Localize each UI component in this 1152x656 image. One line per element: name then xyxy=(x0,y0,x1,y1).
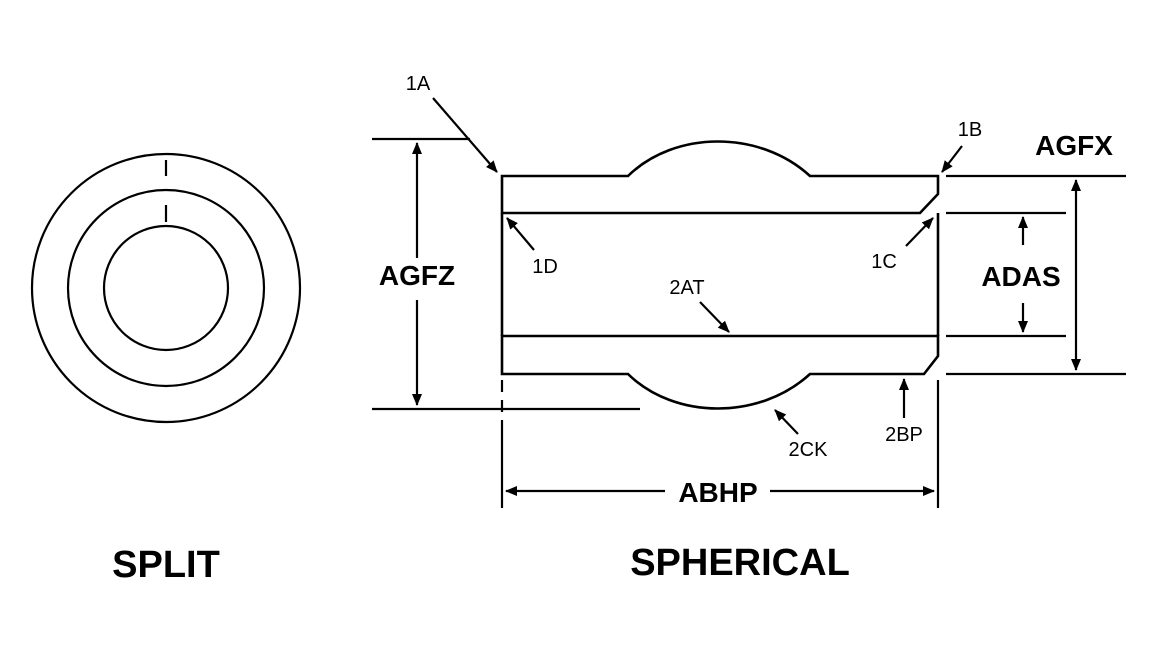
callout-1c: 1C xyxy=(871,251,897,273)
callout-2ck-leader xyxy=(774,409,799,435)
upper-section xyxy=(500,140,940,215)
dimension-agfx: AGFX xyxy=(946,130,1126,376)
spherical-view xyxy=(500,140,940,410)
abhp-label: ABHP xyxy=(678,477,757,508)
bore-circle xyxy=(102,224,230,352)
callout-2bp: 2BP xyxy=(885,424,923,446)
agfz-label: AGFZ xyxy=(379,260,455,291)
callout-2at: 2AT xyxy=(669,277,704,299)
callout-2at-leader xyxy=(699,301,730,333)
middle-ring xyxy=(66,188,266,388)
callout-1b: 1B xyxy=(958,119,982,141)
dimension-agfz: AGFZ xyxy=(372,137,640,411)
agfx-label: AGFX xyxy=(1035,130,1113,161)
split-view xyxy=(30,152,302,424)
callout-1a-leader xyxy=(432,97,498,173)
dimension-adas: ADAS xyxy=(946,211,1066,338)
lower-section xyxy=(500,334,940,410)
callout-1d: 1D xyxy=(532,256,558,278)
dimension-abhp: ABHP xyxy=(500,380,940,508)
callout-1d-leader xyxy=(506,217,535,251)
split-title: SPLIT xyxy=(112,544,220,586)
callouts: 1A 1B 1D 1C 2AT 2CK 2BP xyxy=(406,73,982,461)
callout-2ck: 2CK xyxy=(789,439,829,461)
spherical-title: SPHERICAL xyxy=(630,542,850,584)
callout-1b-leader xyxy=(941,145,963,173)
callout-1c-leader xyxy=(905,217,934,247)
callout-1a: 1A xyxy=(406,73,431,95)
outer-ring xyxy=(30,152,302,424)
adas-label: ADAS xyxy=(981,261,1060,292)
